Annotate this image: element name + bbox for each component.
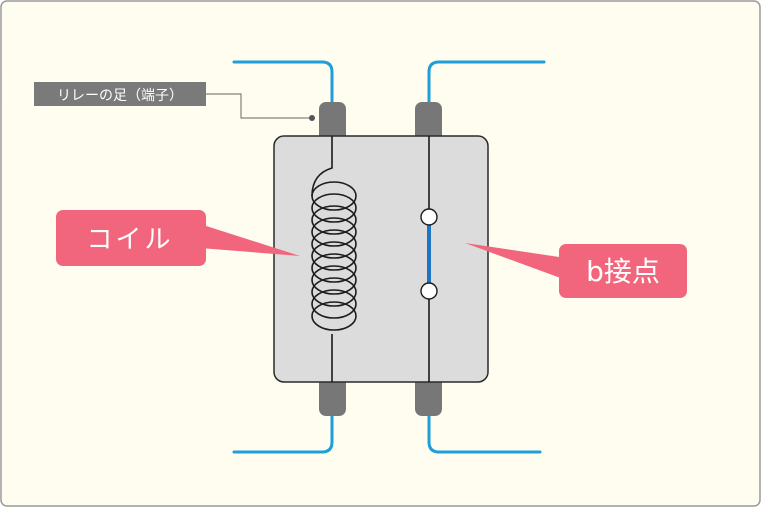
terminal-pins <box>319 102 442 416</box>
contact-callout-box <box>559 244 687 298</box>
wire-bottom-right <box>427 408 542 454</box>
terminal-tag <box>34 82 206 106</box>
coil <box>311 136 357 382</box>
contact-point-bottom <box>420 282 438 300</box>
contact-point-top <box>420 208 438 226</box>
contact-callout: b接点 <box>465 243 687 298</box>
b-contact <box>420 136 438 382</box>
terminal-label: リレーの足（端子） <box>57 88 183 104</box>
terminal-pin-bottom-left <box>319 376 346 416</box>
coil-callout-box <box>56 210 206 266</box>
terminal-leader-line <box>206 93 310 119</box>
terminal-pin-top-right <box>415 102 442 142</box>
coil-winding <box>311 181 357 331</box>
contact-label: b接点 <box>586 255 660 288</box>
external-wires <box>232 60 546 454</box>
wire-bottom-left <box>232 408 334 454</box>
relay-body <box>273 135 489 383</box>
contact-callout-pointer <box>465 243 566 280</box>
wire-top-left <box>232 60 334 108</box>
terminal-annotation: リレーの足（端子） <box>34 82 315 121</box>
terminal-leader-dot <box>309 115 315 121</box>
coil-callout-pointer <box>200 224 300 256</box>
coil-label: コイル <box>86 225 173 255</box>
coil-callout: コイル <box>56 210 300 266</box>
wire-top-right <box>427 60 546 108</box>
terminal-pin-top-left <box>319 102 346 142</box>
terminal-pin-bottom-right <box>415 376 442 416</box>
